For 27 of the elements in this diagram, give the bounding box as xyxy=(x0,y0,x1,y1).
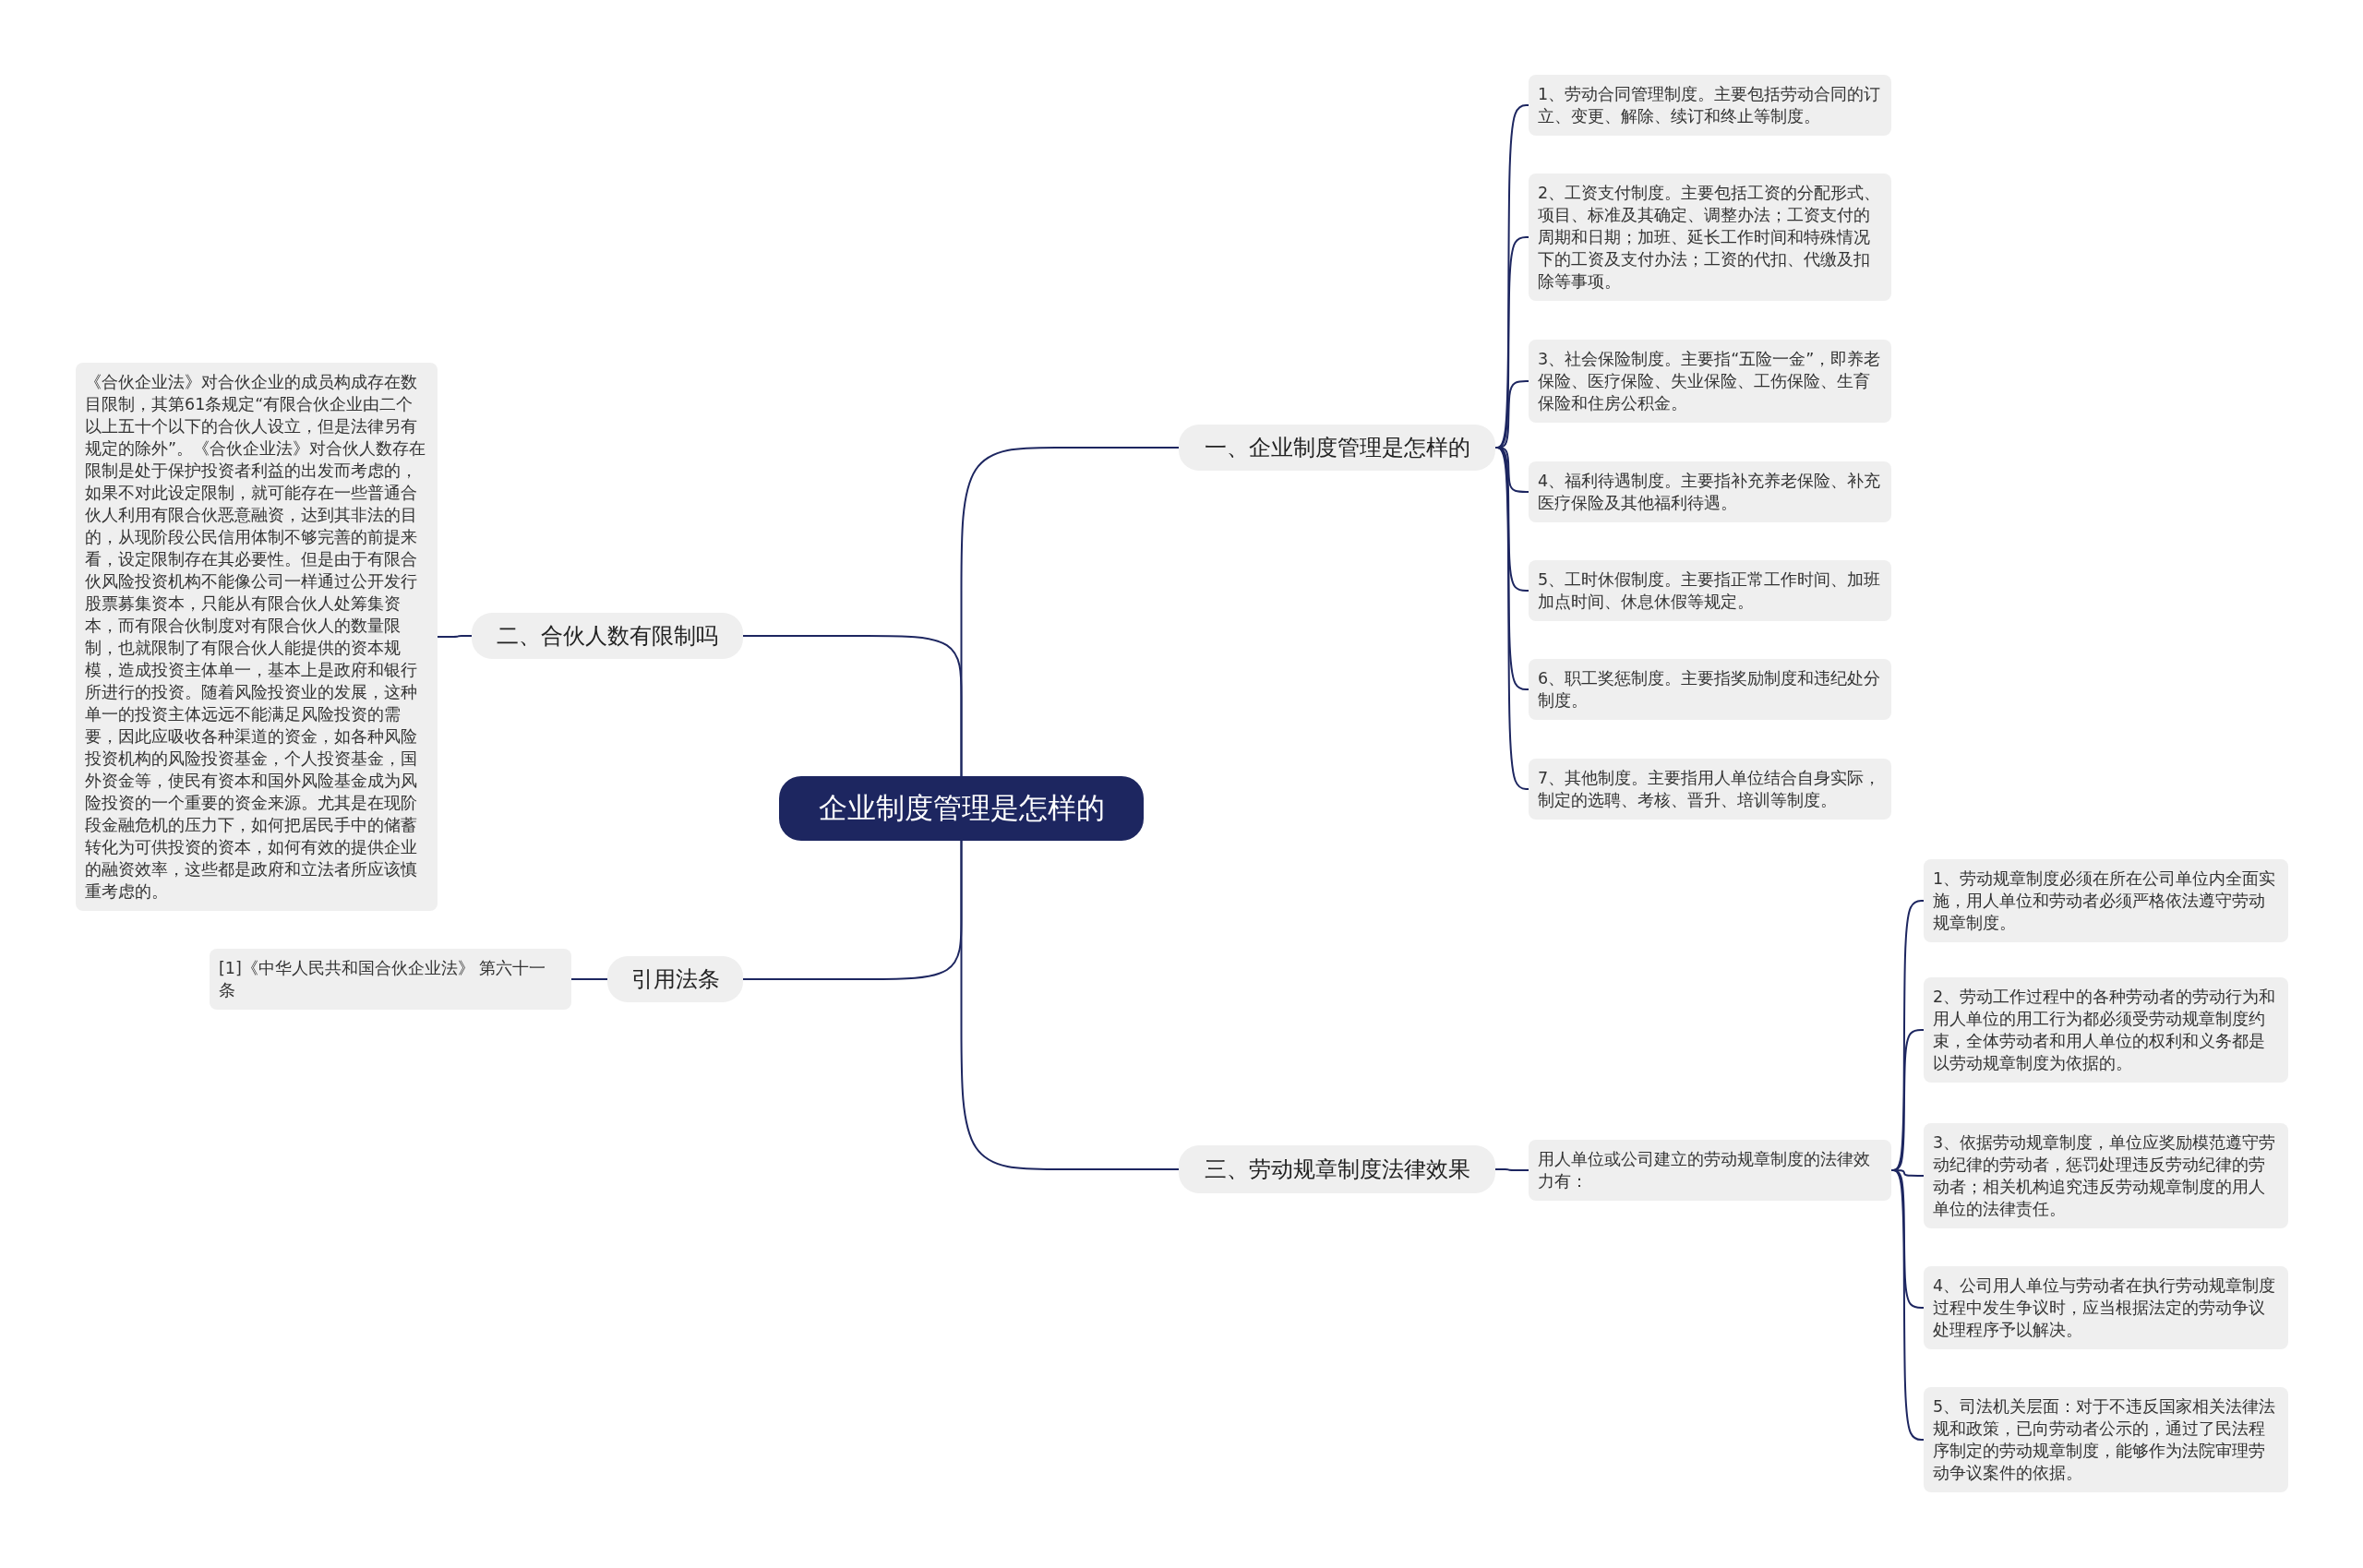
note-card: 用人单位或公司建立的劳动规章制度的法律效力有： xyxy=(1529,1140,1891,1201)
note-card: 4、福利待遇制度。主要指补充养老保险、补充医疗保险及其他福利待遇。 xyxy=(1529,461,1891,522)
note-card: 3、依据劳动规章制度，单位应奖励模范遵守劳动纪律的劳动者，惩罚处理违反劳动纪律的劳动者；相关机构追究违反劳动规章制度的用人单位的法律责任。 xyxy=(1924,1123,2288,1228)
connector-line xyxy=(1890,1169,1925,1441)
branch-topic: 引用法条 xyxy=(607,956,743,1002)
note-card: 5、工时休假制度。主要指正常工作时间、加班加点时间、休息休假等规定。 xyxy=(1529,560,1891,621)
branch-topic: 二、合伙人数有限制吗 xyxy=(472,613,743,659)
note-card: 2、劳动工作过程中的各种劳动者的劳动行为和用人单位的用工行为都必须受劳动规章制度约束，全体劳动者和用人单位的权利和义务都是以劳动规章制度为依据的。 xyxy=(1924,977,2288,1083)
note-card: [1]《中华人民共和国合伙企业法》 第六十一条 xyxy=(210,949,571,1010)
branch-topic: 一、企业制度管理是怎样的 xyxy=(1179,425,1495,471)
note-card: 3、社会保险制度。主要指“五险一金”，即养老保险、医疗保险、失业保险、工伤保险、生育保险和住房公积金。 xyxy=(1529,340,1891,423)
note-card: 1、劳动合同管理制度。主要包括劳动合同的订立、变更、解除、续订和终止等制度。 xyxy=(1529,75,1891,136)
note-card: 1、劳动规章制度必须在所在公司单位内全面实施，用人单位和劳动者必须严格依法遵守劳动规章制度。 xyxy=(1924,859,2288,942)
central-topic: 企业制度管理是怎样的 xyxy=(779,776,1144,841)
connector-line xyxy=(960,840,1180,1170)
connector-line xyxy=(1494,447,1529,790)
connector-line xyxy=(742,635,963,777)
connector-line xyxy=(1494,1168,1529,1171)
connector-line xyxy=(570,978,608,980)
branch-topic: 三、劳动规章制度法律效果 xyxy=(1179,1145,1495,1193)
note-card: 4、公司用人单位与劳动者在执行劳动规章制度过程中发生争议时，应当根据法定的劳动争议处理程序予以解决。 xyxy=(1924,1266,2288,1349)
note-card: 5、司法机关层面：对于不违反国家相关法律法规和政策，已向劳动者公示的，通过了民法程序制定的劳动规章制度，能够作为法院审理劳动争议案件的依据。 xyxy=(1924,1387,2288,1492)
note-card: 6、职工奖惩制度。主要指奖励制度和违纪处分制度。 xyxy=(1529,659,1891,720)
note-card: 《合伙企业法》对合伙企业的成员构成存在数目限制，其第61条规定“有限合伙企业由二个以上五十个以下的合伙人设立，但是法律另有规定的除外”。《合伙企业法》对合伙人数存在限制是处于保护投资者利益的出发而考虑的，如果不对此设定限制，就可能存在一些普通合伙人利用有限合伙恶意融资，达到其非法的目的，从现阶段公民信用体制不够完善的前提来看，设定限制存在其必要性。但是由于有限合伙风险投资机构不能像公司一样通过公开发行股票募集资本，只能从有限合伙人处筹集资本，而有限合伙制度对有限合伙人的数量限制，也就限制了有限合伙人能提供的资本规模，造成投资主体单一，基本上是政府和银行所进行的投资。随着风险投资业的发展，这种单一的投资主体远远不能满足风险投资的需要，因此应吸收各种渠道的资金，如各种风险投资机构的风险投资基金，个人投资基金，国外资金等，使民有资本和国外风险基金成为风险投资的一个重要的资金来源。尤其是在现阶段金融危机的压力下，如何把居民手中的储蓄转化为可供投资的资本，如何有效的提供企业的融资效率，这些都是政府和立法者所应该慎重考虑的。 xyxy=(76,363,438,911)
note-card: 2、工资支付制度。主要包括工资的分配形式、项目、标准及其确定、调整办法；工资支付的周期和日期；加班、延长工作时间和特殊情况下的工资及支付办法；工资的代扣、代缴及扣除等事项。 xyxy=(1529,174,1891,301)
connector-line xyxy=(437,635,473,638)
note-card: 7、其他制度。主要指用人单位结合自身实际，制定的选聘、考核、晋升、培训等制度。 xyxy=(1529,759,1891,820)
